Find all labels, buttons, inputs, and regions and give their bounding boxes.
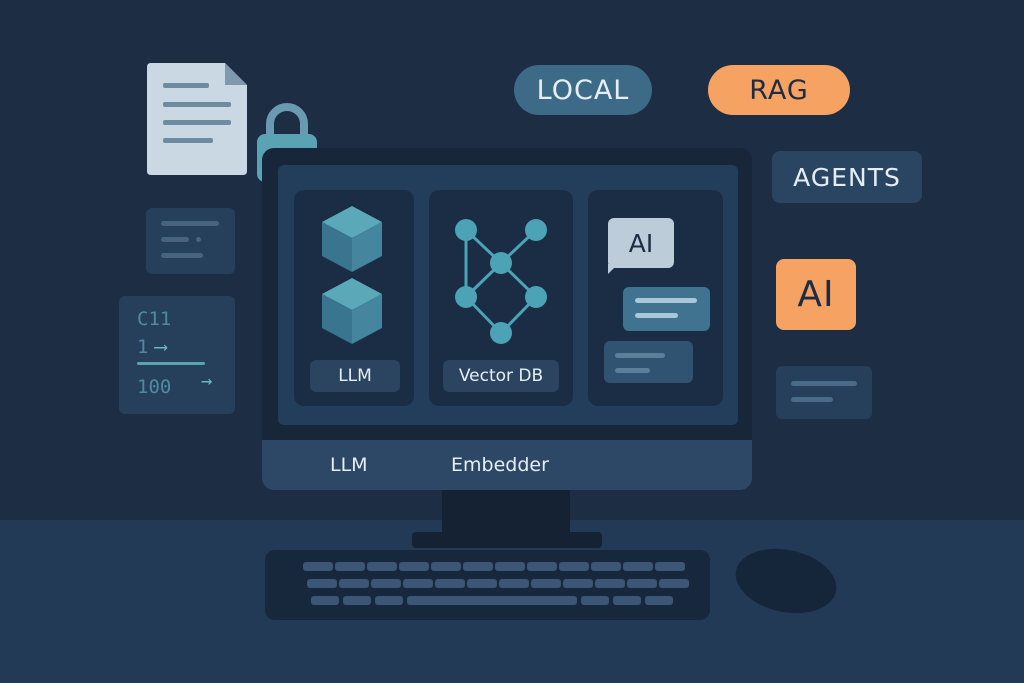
llm-label: LLM [310, 360, 400, 392]
cube-icon [322, 206, 382, 344]
monitor-stand [442, 490, 570, 534]
keyboard-key [499, 579, 529, 588]
keyboard-key [531, 579, 561, 588]
keyboard-key [517, 596, 545, 605]
keyboard-key [435, 579, 465, 588]
monitor-base [412, 532, 602, 548]
chat-message [623, 287, 710, 331]
tag-agents: AGENTS [772, 151, 922, 203]
arrow-icon: ⟶ [155, 336, 167, 358]
chat-panel: AI [588, 190, 723, 406]
ai-chat-bubble: AI [608, 218, 674, 268]
code-line: C11 [137, 308, 172, 330]
keyboard-key [371, 579, 401, 588]
keyboard-key [645, 596, 673, 605]
keyboard-key [623, 562, 653, 571]
keyboard-key [595, 579, 625, 588]
keyboard-key [495, 562, 525, 571]
keyboard-key [307, 579, 337, 588]
keyboard-key [367, 562, 397, 571]
text-card [146, 208, 235, 274]
keyboard-key [375, 596, 403, 605]
vector-db-panel: Vector DB [429, 190, 573, 406]
keyboard-key [627, 579, 657, 588]
document-icon [147, 63, 247, 175]
strip-embedder-label: Embedder [451, 454, 549, 476]
keyboard-key [527, 562, 557, 571]
bubble-tail [608, 264, 618, 274]
keyboard-key [403, 579, 433, 588]
tag-local: LOCAL [514, 65, 652, 115]
keyboard-key [467, 579, 497, 588]
arrow-icon: → [201, 370, 213, 392]
strip-llm-label: LLM [330, 454, 368, 476]
keyboard-key [613, 596, 641, 605]
keyboard-key [463, 562, 493, 571]
vector-db-label: Vector DB [443, 360, 559, 392]
ai-badge: AI [776, 259, 856, 330]
keyboard-key [311, 596, 339, 605]
keyboard-key [655, 562, 685, 571]
code-card: C11 1 ⟶ 100 → [119, 296, 235, 414]
keyboard-key [549, 596, 577, 605]
keyboard-key [399, 562, 429, 571]
keyboard-spacebar [407, 596, 557, 605]
keyboard: (function(){var kb=document.currentScrip… [265, 550, 710, 620]
chat-message [604, 341, 693, 383]
keyboard-key [431, 562, 461, 571]
keyboard-key [339, 579, 369, 588]
keyboard-key [563, 579, 593, 588]
keyboard-key [591, 562, 621, 571]
text-card [776, 366, 872, 419]
graph-network-icon [455, 219, 547, 344]
tag-rag: RAG [708, 65, 850, 115]
keyboard-key [343, 596, 371, 605]
keyboard-key [335, 562, 365, 571]
keyboard-key [303, 562, 333, 571]
keyboard-key [559, 562, 589, 571]
llm-panel: LLM [294, 190, 414, 406]
code-line: 1 [137, 336, 149, 358]
keyboard-key [659, 579, 689, 588]
monitor-bottom-strip: LLM Embedder [262, 440, 752, 490]
code-line: 100 [137, 376, 172, 398]
keyboard-key [581, 596, 609, 605]
